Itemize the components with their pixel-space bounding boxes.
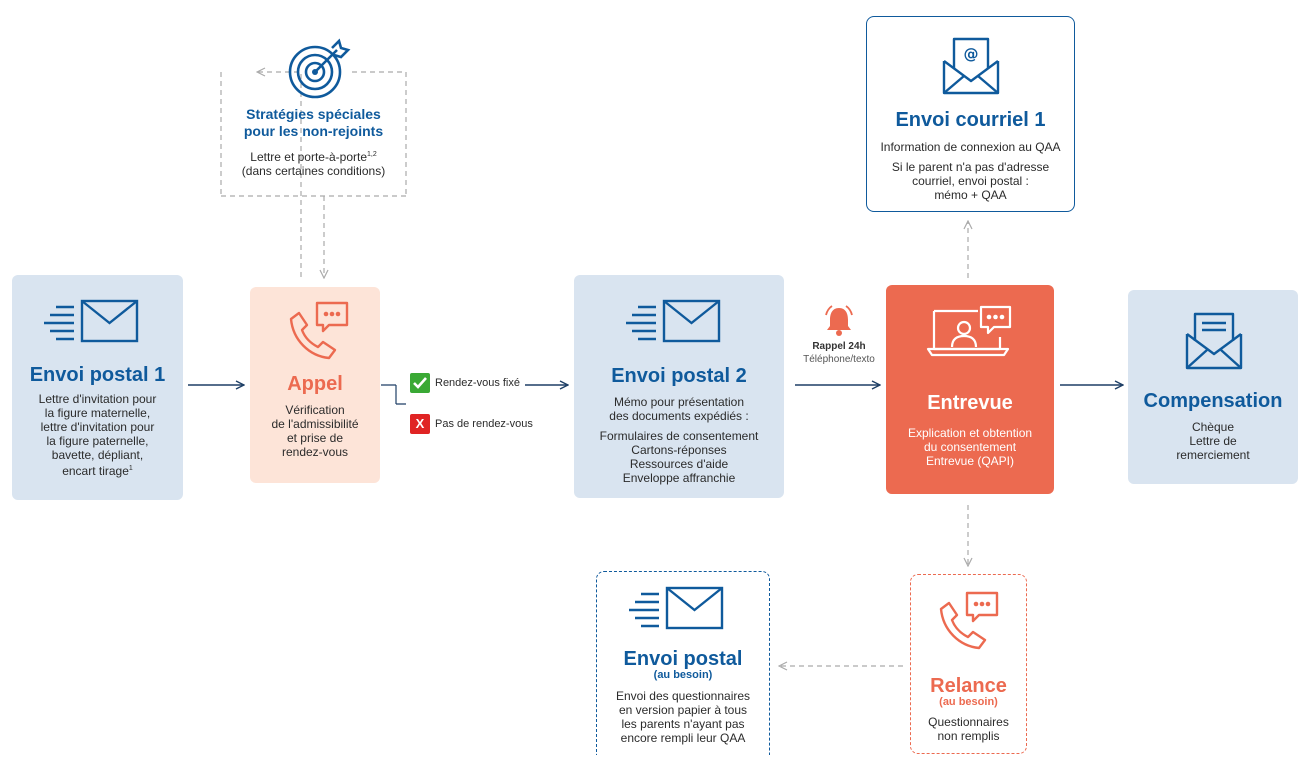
letter-envelope-icon [1185,312,1243,370]
video-call-icon [926,305,1012,357]
relance-line: non remplis [937,729,1000,743]
envoi-postal-besoin-body: Envoi des questionnaires en version papi… [597,689,769,745]
bell-alarm-icon [825,305,853,336]
entrevue-title: Entrevue [927,392,1013,414]
email-envelope-icon: @ [942,37,1000,95]
envoi-postal-2-line: Formulaires de consentement [599,429,759,443]
relance-title: Relance [930,675,1007,697]
branch-yes-label: Rendez-vous fixé [435,377,520,389]
entrevue-body: Explication et obtention du consentement… [886,426,1054,468]
compensation-title: Compensation [1143,390,1283,412]
mail-icon [626,299,721,343]
rappel-title: Rappel 24h [812,341,866,352]
envoi-postal-1-title: Envoi postal 1 [29,364,166,386]
envoi-postal-2-line: Ressources d'aide [629,457,729,471]
branch-no-label: Pas de rendez-vous [435,418,533,430]
entrevue-card: Entrevue Explication et obtention du con… [886,285,1054,494]
compensation-card: Compensation Chèque Lettre de remercieme… [1128,290,1298,484]
envoi-courriel-card: @ Envoi courriel 1 Information de connex… [866,16,1075,212]
branch-no-mark: X [415,416,425,431]
cross-icon: X [410,414,430,434]
dashed-loop-left [257,72,302,277]
envoi-postal-besoin-subtitle: (au besoin) [653,669,713,681]
envoi-postal-1-line: lettre d'invitation pour [40,420,155,434]
envoi-postal-1-line: la figure maternelle, [44,406,151,420]
special-title: pour les non-rejoints [243,123,384,139]
envoi-postal-1-line: bavette, dépliant, [51,448,144,462]
appel-line: de l'admissibilité [271,417,359,431]
check-icon [410,373,430,393]
envoi-postal-2-line: Enveloppe affranchie [622,471,736,485]
envoi-postal-1-body: Lettre d'invitation pour la figure mater… [12,392,183,478]
envoi-courriel-line: mémo + QAA [934,188,1007,202]
special-line: Lettre et porte-à-porte [250,150,367,164]
envoi-courriel-line: Information de connexion au QAA [880,140,1061,154]
special-strategies-block: Stratégies spéciales pour les non-rejoin… [222,106,405,186]
appel-card: Appel Vérification de l'admissibilité et… [250,287,380,483]
envoi-postal-1-line: Lettre d'invitation pour [38,392,157,406]
special-line: (dans certaines conditions) [241,164,386,178]
appel-line: rendez-vous [281,445,349,459]
compensation-body: Chèque Lettre de remerciement [1128,420,1298,462]
envoi-postal-2-title: Envoi postal 2 [611,365,747,387]
footnote-marker: 1,2 [367,151,377,158]
envoi-courriel-line: Si le parent n'a pas d'adresse [891,160,1050,174]
envoi-postal-besoin-line: les parents n'ayant pas [621,717,745,731]
entrevue-line: Explication et obtention [907,426,1033,440]
envoi-postal-2-body: Mémo pour présentation des documents exp… [574,395,784,485]
appel-line: Vérification [285,403,345,417]
entrevue-line: du consentement [923,440,1017,454]
appel-body: Vérification de l'admissibilité et prise… [250,403,380,459]
branch-bracket [381,384,406,405]
envoi-courriel-title: Envoi courriel 1 [895,109,1046,131]
compensation-line: Chèque [1191,420,1235,434]
relance-line: Questionnaires [928,715,1009,729]
dashed-loop-right [352,71,407,196]
mail-icon [629,586,724,630]
envoi-postal-besoin-line: Envoi des questionnaires [615,689,751,703]
appel-line: et prise de [286,431,344,445]
rappel-subtitle: Téléphone/texto [803,354,875,365]
relance-body: Questionnaires non remplis [911,715,1026,743]
compensation-line: Lettre de [1189,434,1237,448]
svg-text:@: @ [964,45,979,63]
envoi-postal-besoin-title: Envoi postal [623,648,743,670]
phone-chat-icon [939,591,999,650]
relance-card: Relance (au besoin) Questionnaires non r… [910,574,1027,754]
envoi-postal-1-card: Envoi postal 1 Lettre d'invitation pour … [12,275,183,500]
relance-subtitle: (au besoin) [939,696,998,708]
envoi-postal-2-line: des documents expédiés : [609,409,749,423]
envoi-postal-2-line: Cartons-réponses [631,443,727,457]
envoi-postal-1-line: la figure paternelle, [46,434,149,448]
envoi-postal-2-line: Mémo pour présentation [613,395,745,409]
special-title: Stratégies spéciales [246,106,381,122]
compensation-line: remerciement [1176,448,1250,462]
phone-chat-icon [289,301,349,360]
mail-icon [44,299,139,343]
envoi-postal-1-line: encart tirage [62,464,129,478]
target-icon [288,38,351,99]
envoi-courriel-line: courriel, envoi postal : [912,174,1029,188]
appel-title: Appel [287,373,343,395]
entrevue-line: Entrevue (QAPI) [925,454,1015,468]
envoi-postal-besoin-line: encore rempli leur QAA [620,731,746,745]
envoi-courriel-body: Si le parent n'a pas d'adresse courriel,… [867,160,1074,202]
envoi-postal-besoin-card: Envoi postal (au besoin) Envoi des quest… [596,571,770,755]
envoi-postal-besoin-line: en version papier à tous [618,703,748,717]
envoi-postal-2-card: Envoi postal 2 Mémo pour présentation de… [574,275,784,498]
footnote-marker: 1 [128,465,133,472]
